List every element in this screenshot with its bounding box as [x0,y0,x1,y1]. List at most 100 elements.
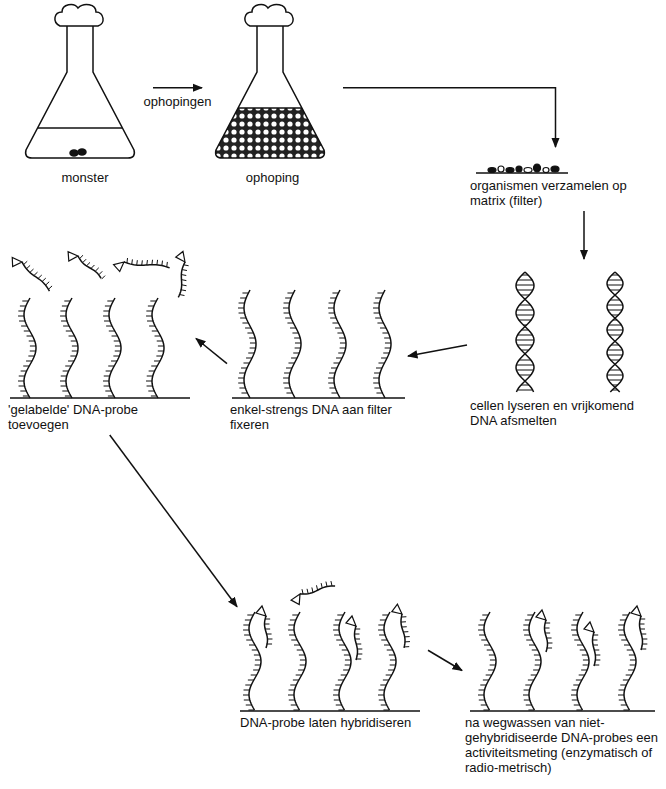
base-ticks [401,617,410,647]
flow-arrow [343,88,556,147]
cotton-plug [55,5,103,26]
base-ticks [378,615,396,710]
flask-outline [216,24,325,158]
step-caption: ophoping [205,170,340,185]
base-ticks [127,258,167,267]
dna-strand [109,298,121,398]
dna-strand [484,612,496,710]
base-ticks [328,293,346,393]
filter-line [232,397,405,399]
organism [70,150,78,156]
dna-strand [593,632,596,666]
base-ticks [80,255,105,279]
sample-flask [26,5,135,158]
dna-strand [516,272,534,392]
organism [516,166,522,172]
flow-arrow [196,339,227,364]
base-ticks [302,581,332,594]
liquid-level [38,127,122,129]
dna-strand [339,612,351,710]
illustration-space [205,8,340,170]
dna-strand [22,262,49,291]
culture-liquid [216,108,325,158]
organism [506,168,514,173]
base-pairs [607,275,623,390]
label-marker [12,257,22,266]
label-marker [176,251,185,262]
cotton-plug [245,5,293,26]
dna-strand [289,290,301,398]
step-box: na wegwassen van niet-gehybridiseerde DN… [465,585,660,775]
label-marker [291,594,300,604]
flow-arrow [583,211,585,259]
organism [498,166,504,172]
base-ticks [180,265,189,296]
dna-strand [66,298,78,398]
base-ticks [103,301,121,396]
illustration-space [470,262,660,398]
dna-strand [152,298,164,398]
base-ticks [545,623,553,648]
organism [551,166,559,172]
base-ticks [523,615,541,710]
step-caption: monster [20,170,150,185]
label-marker [584,622,594,632]
filter-line [10,397,190,399]
illustration-space [20,8,150,170]
dna-strand [265,616,268,648]
dna-strand [24,298,36,398]
dna-strand [529,612,541,710]
base-ticks [355,629,363,659]
flow-arrow [408,345,467,356]
dna-strand [516,272,534,392]
base-ticks [288,615,306,710]
base-ticks [618,615,636,710]
label-marker [392,604,402,614]
organism [524,168,532,173]
flow-arrow [153,87,202,89]
dna-strand [379,290,391,398]
label-marker [536,610,546,620]
base-ticks [238,293,256,393]
base-ticks [265,619,273,644]
illustration-space [230,280,405,402]
dna-strand [249,612,261,710]
step-box: DNA-probe laten hybridiseren [240,585,425,730]
flow-arrow [428,650,462,670]
step-caption: 'gelabelde' DNA-probe toevoegen [8,402,193,432]
step-caption: cellen lyseren en vrijkomend DNA afsmelt… [470,398,660,428]
dna-strand [545,620,548,652]
dna-strand [624,612,636,710]
step-box: ophoping [205,8,340,185]
dna-strand [640,616,643,650]
illustration-space [470,150,660,178]
label-marker [68,252,78,261]
step-caption: na wegwassen van niet-gehybridiseerde DN… [465,715,660,775]
base-ticks [243,615,261,710]
step-caption: enkel-strengs DNA aan filter fixeren [230,402,405,432]
dna-strand [607,272,623,392]
base-ticks [478,615,496,710]
flow-arrow [110,435,237,607]
illustration-space [240,585,425,715]
dna-strand [244,290,256,398]
label-marker [631,606,641,616]
dna-strand [78,256,101,278]
label-marker [346,616,356,626]
organism [78,149,86,155]
base-ticks [146,301,164,396]
filter-line [240,710,420,712]
step-caption: DNA-probe laten hybridiseren [240,715,425,730]
label-marker [256,606,266,616]
flask-outline [26,24,135,158]
dna-strand [355,626,358,660]
organism [488,168,496,173]
base-pairs [516,275,534,390]
step-box: cellen lyseren en vrijkomend DNA afsmelt… [470,262,660,428]
base-ticks [373,293,391,393]
illustration-space [465,585,660,715]
base-ticks [593,635,601,665]
organism [543,168,549,173]
